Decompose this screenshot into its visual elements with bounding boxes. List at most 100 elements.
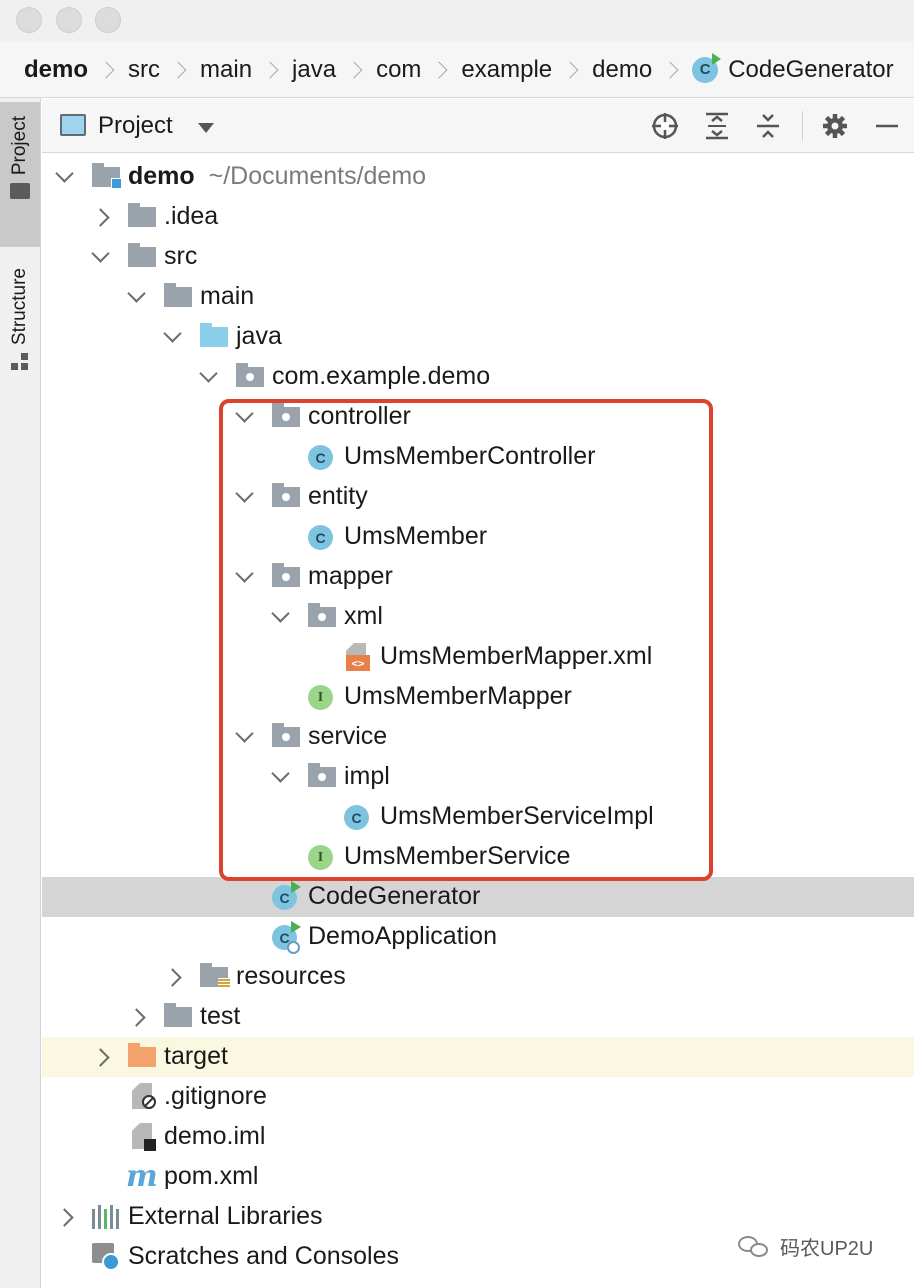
tree-node-target[interactable]: target	[42, 1037, 914, 1077]
chevron-down-icon[interactable]	[270, 767, 290, 787]
tree-node-controller[interactable]: controller	[42, 397, 914, 437]
minimize-window-button[interactable]	[56, 7, 82, 33]
tab-structure-label: Structure	[9, 268, 30, 346]
breadcrumb-item-src[interactable]: src	[128, 55, 161, 83]
breadcrumb-item-example[interactable]: example	[461, 55, 553, 83]
folder-icon	[164, 1003, 192, 1029]
package-icon	[272, 403, 300, 429]
gear-icon[interactable]	[820, 111, 850, 141]
breadcrumb-item-codegenerator[interactable]: CodeGenerator	[728, 55, 894, 83]
tree-node-label: service	[308, 722, 388, 750]
tree-node-umsmemberservice[interactable]: I UmsMemberService	[42, 837, 914, 877]
tool-window-strip: Project Structure	[0, 98, 41, 1288]
tree-node-main[interactable]: main	[42, 277, 914, 317]
class-icon-letter: C	[699, 61, 711, 78]
tree-node-scratches[interactable]: Scratches and Consoles	[42, 1237, 914, 1277]
tab-project[interactable]: Project	[0, 102, 40, 247]
folder-icon	[164, 283, 192, 309]
tree-node-label: src	[164, 242, 198, 270]
chevron-down-icon[interactable]	[234, 487, 254, 507]
root-module-path: ~/Documents/demo	[208, 162, 427, 190]
breadcrumb-item-java[interactable]: java	[292, 55, 337, 83]
tree-node-src[interactable]: src	[42, 237, 914, 277]
breadcrumb-item-main[interactable]: main	[200, 55, 253, 83]
chevron-down-icon[interactable]	[270, 607, 290, 627]
project-view-title[interactable]: Project	[98, 112, 173, 139]
tree-node-test[interactable]: test	[42, 997, 914, 1037]
tree-node-label: demo.iml	[164, 1122, 266, 1150]
chevron-right-icon[interactable]	[130, 1007, 150, 1027]
excluded-folder-icon	[128, 1043, 156, 1069]
chevron-down-icon[interactable]	[126, 287, 146, 307]
chevron-right-icon	[561, 61, 579, 78]
chevron-down-icon[interactable]	[162, 327, 182, 347]
dropdown-arrow-icon[interactable]	[198, 123, 214, 133]
chevron-down-icon[interactable]	[234, 567, 254, 587]
chevron-right-icon[interactable]	[58, 1207, 78, 1227]
tree-node-idea[interactable]: .idea	[42, 197, 914, 237]
chevron-down-icon[interactable]	[54, 167, 74, 187]
tree-node-xml[interactable]: xml	[42, 597, 914, 637]
chevron-right-icon	[169, 61, 187, 78]
tree-node-demoapplication[interactable]: C DemoApplication	[42, 917, 914, 957]
chevron-down-icon[interactable]	[198, 367, 218, 387]
tree-node-label: com.example.demo	[272, 362, 491, 390]
tree-node-mapper[interactable]: mapper	[42, 557, 914, 597]
tree-node-label: entity	[308, 482, 368, 510]
tree-node-entity[interactable]: entity	[42, 477, 914, 517]
breadcrumb: demo src main java com example demo C Co…	[0, 42, 914, 98]
tree-node-gitignore[interactable]: .gitignore	[42, 1077, 914, 1117]
package-icon	[308, 603, 336, 629]
chevron-right-icon[interactable]	[166, 967, 186, 987]
tree-node-umsmemberserviceimpl[interactable]: C UmsMemberServiceImpl	[42, 797, 914, 837]
window-titlebar	[0, 0, 914, 42]
chevron-right-icon[interactable]	[94, 1047, 114, 1067]
close-window-button[interactable]	[16, 7, 42, 33]
chevron-down-icon[interactable]	[234, 727, 254, 747]
tree-node-resources[interactable]: resources	[42, 957, 914, 997]
tree-node-label: UmsMemberMapper.xml	[380, 642, 653, 670]
package-icon	[272, 483, 300, 509]
tree-node-label: UmsMember	[344, 522, 488, 550]
tree-node-pom-xml[interactable]: m pom.xml	[42, 1157, 914, 1197]
tree-node-label: java	[236, 322, 282, 350]
zoom-window-button[interactable]	[95, 7, 121, 33]
project-view-icon	[60, 114, 86, 136]
tree-node-impl[interactable]: impl	[42, 757, 914, 797]
chevron-right-icon[interactable]	[94, 207, 114, 227]
locate-icon[interactable]	[650, 111, 680, 141]
tree-node-label: test	[200, 1002, 241, 1030]
chevron-right-icon	[345, 61, 363, 78]
tree-node-umsmembercontroller[interactable]: C UmsMemberController	[42, 437, 914, 477]
tree-node-com-example-demo[interactable]: com.example.demo	[42, 357, 914, 397]
folder-icon	[128, 203, 156, 229]
chevron-down-icon[interactable]	[90, 247, 110, 267]
tree-node-label: External Libraries	[128, 1202, 323, 1230]
tree-node-demo-iml[interactable]: demo.iml	[42, 1117, 914, 1157]
tree-node-label: Scratches and Consoles	[128, 1242, 399, 1270]
package-icon	[236, 363, 264, 389]
collapse-all-icon[interactable]	[753, 111, 783, 141]
root-module-name: demo	[128, 162, 195, 190]
breadcrumb-item-demo[interactable]: demo	[24, 55, 89, 83]
tree-node-service[interactable]: service	[42, 717, 914, 757]
class-icon: C	[344, 805, 372, 830]
expand-all-icon[interactable]	[702, 111, 732, 141]
tab-project-label: Project	[9, 116, 30, 176]
tab-structure[interactable]: Structure	[0, 264, 40, 404]
tree-node-demo-root[interactable]: demo ~/Documents/demo	[42, 157, 914, 197]
chevron-right-icon	[97, 61, 115, 78]
breadcrumb-item-demo-package[interactable]: demo	[592, 55, 653, 83]
chevron-down-icon[interactable]	[234, 407, 254, 427]
tree-node-umsmembermapper[interactable]: I UmsMemberMapper	[42, 677, 914, 717]
tree-node-umsmember[interactable]: C UmsMember	[42, 517, 914, 557]
folder-icon	[10, 183, 30, 200]
tree-node-label: mapper	[308, 562, 393, 590]
tree-node-external-libraries[interactable]: External Libraries	[42, 1197, 914, 1237]
tree-node-java[interactable]: java	[42, 317, 914, 357]
breadcrumb-item-com[interactable]: com	[376, 55, 422, 83]
tree-node-codegenerator[interactable]: C CodeGenerator	[42, 877, 914, 917]
tree-node-umsmembermapper-xml[interactable]: <> UmsMemberMapper.xml	[42, 637, 914, 677]
minimize-icon[interactable]	[872, 111, 902, 141]
module-folder-icon	[92, 163, 122, 189]
